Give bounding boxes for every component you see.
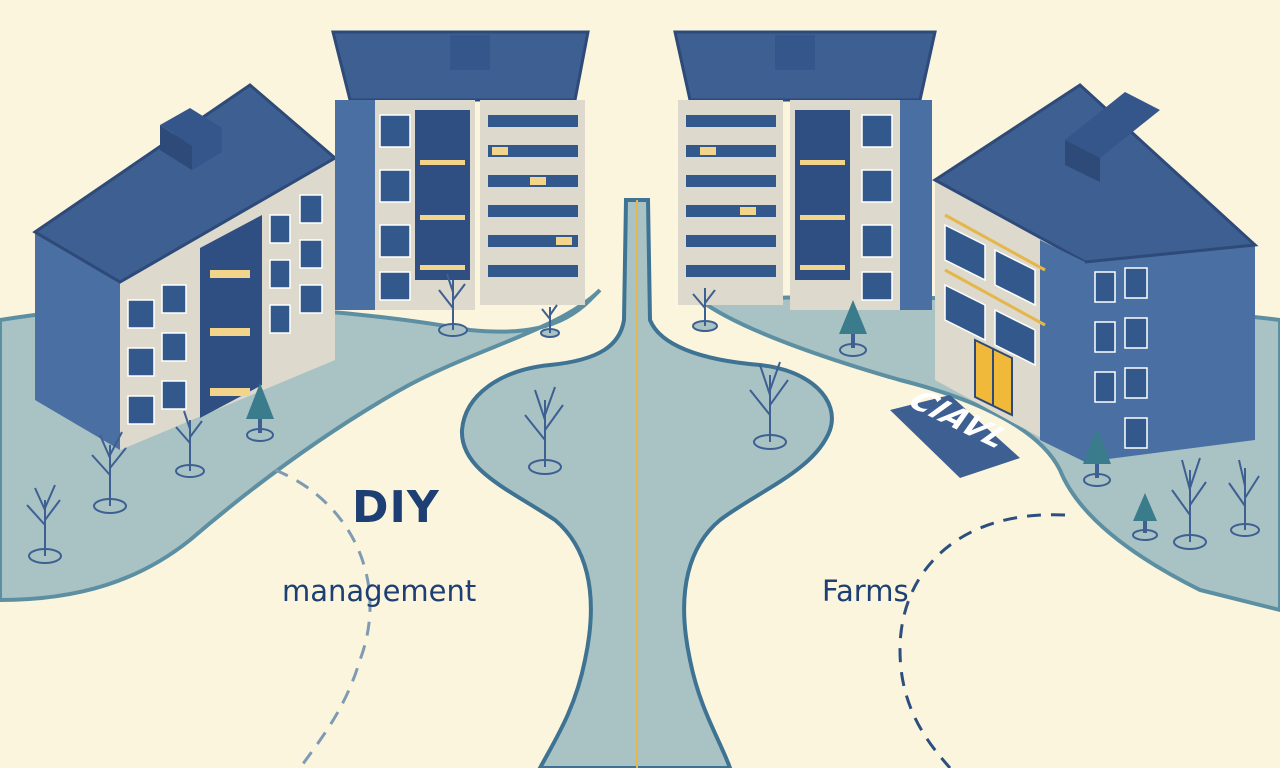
apartment-building-icon [932, 83, 1259, 462]
left-dashed-arc [274, 468, 372, 768]
ground-sign [890, 395, 1020, 478]
apartment-building-icon [32, 83, 338, 450]
diy-label: DIY [352, 482, 440, 533]
apartment-building-icon [673, 30, 937, 310]
bare-tree-icon [26, 273, 1260, 564]
management-label: management [282, 574, 477, 608]
evergreen-tree-icon [246, 300, 1158, 541]
farms-label: Farms [822, 574, 909, 608]
right-dashed-arc [898, 513, 1066, 768]
apartment-building-icon [331, 30, 590, 310]
